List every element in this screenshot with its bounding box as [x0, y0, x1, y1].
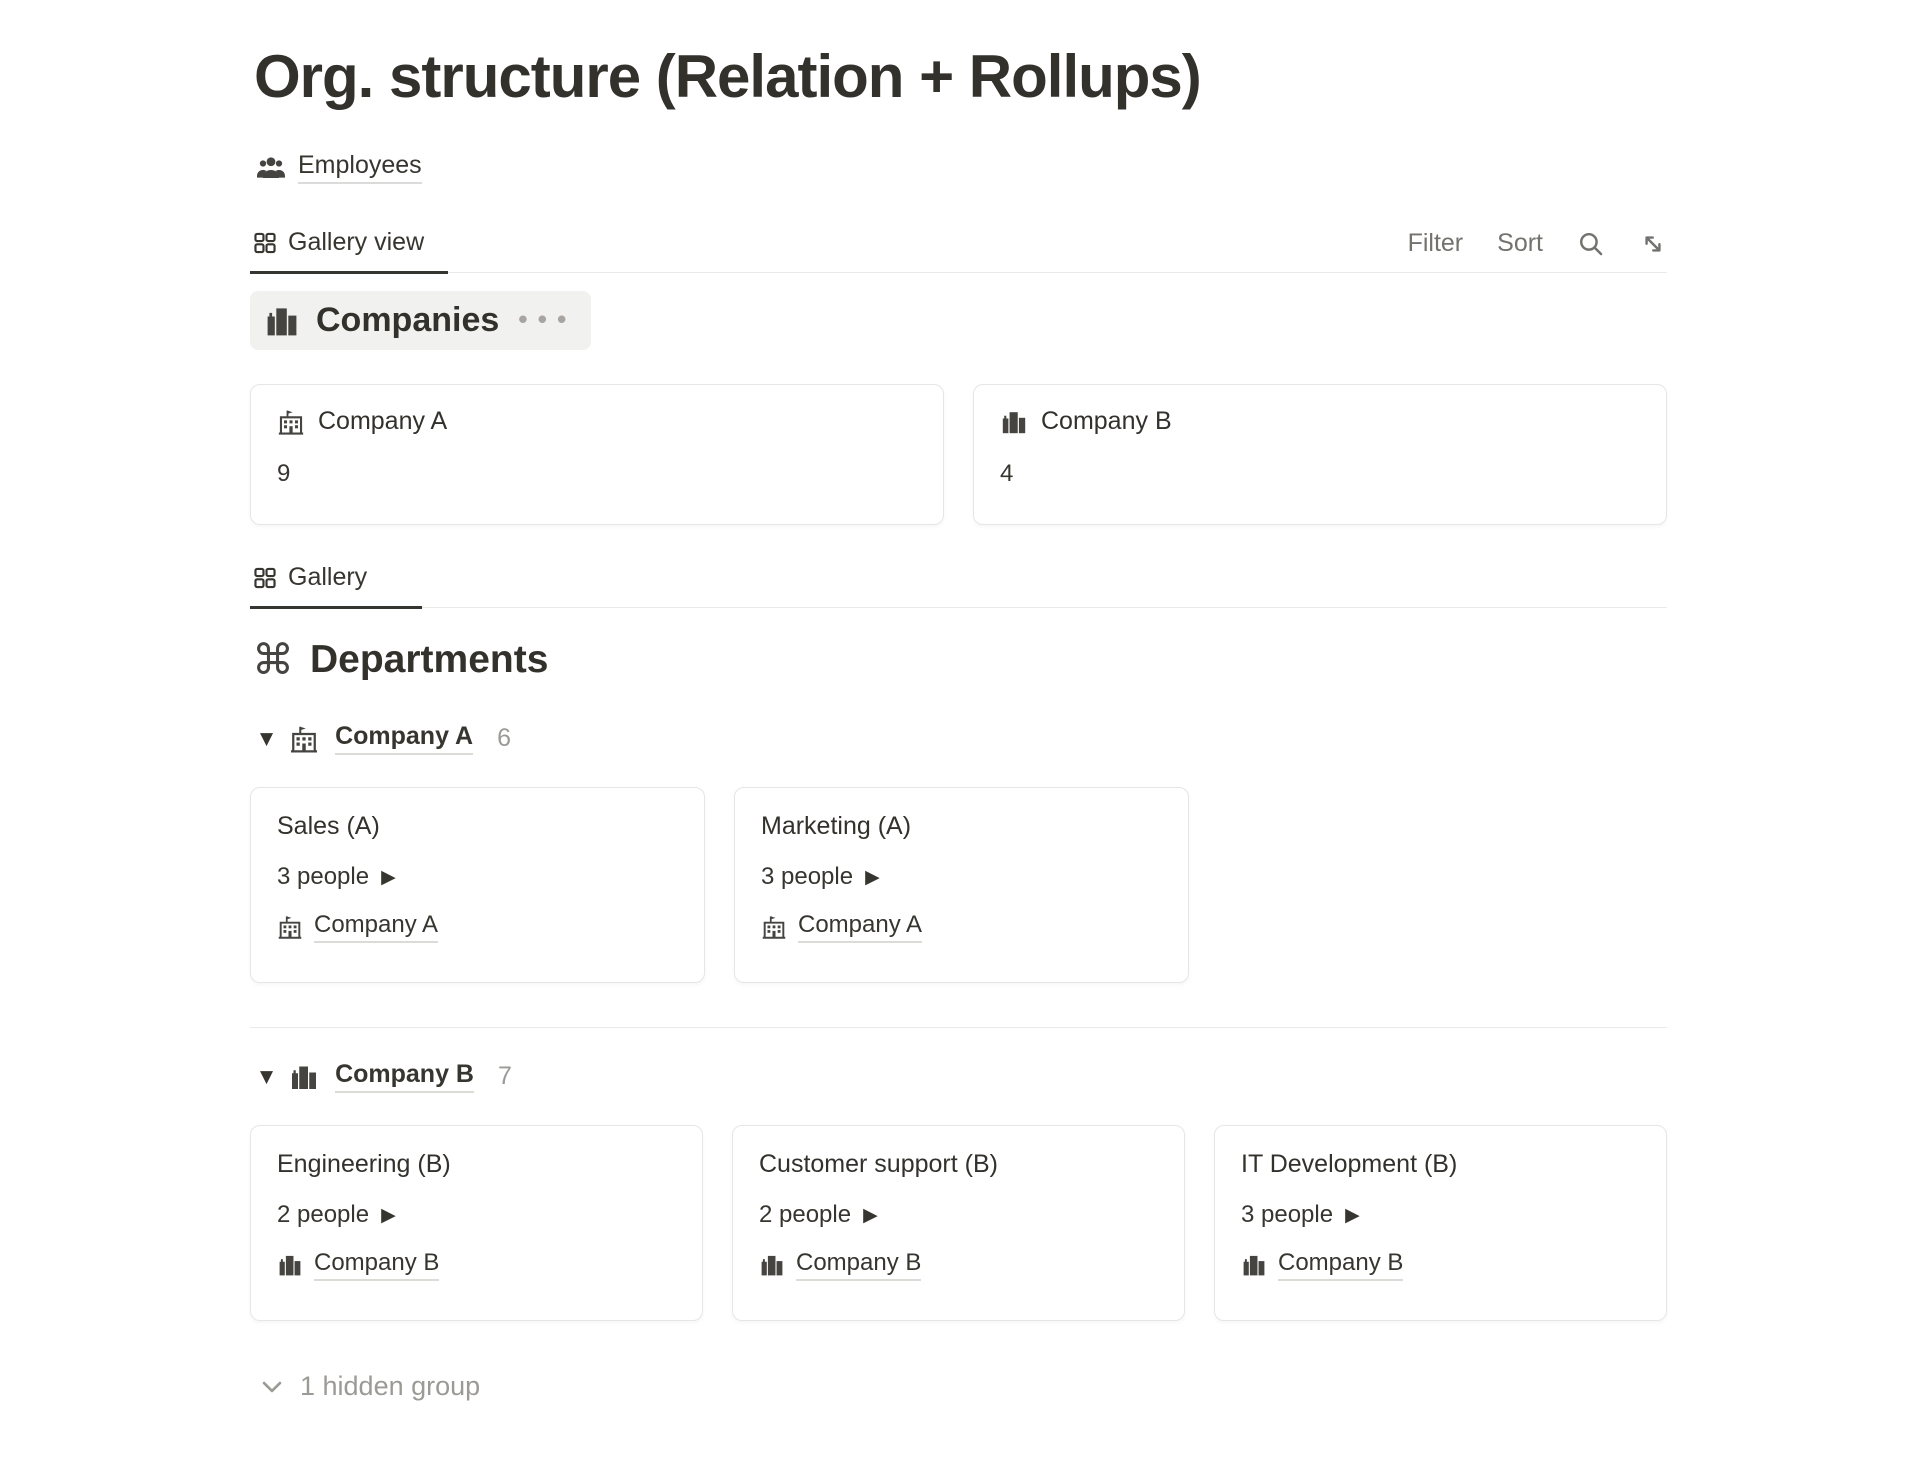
- expand-arrow-icon[interactable]: ▶: [381, 1204, 396, 1226]
- company-relation-link[interactable]: Company B: [314, 1249, 440, 1281]
- tab-gallery-view-label: Gallery view: [288, 228, 425, 256]
- chevron-down-icon: [258, 1373, 286, 1401]
- department-title: Sales (A): [277, 812, 380, 840]
- school-building-icon: [277, 408, 305, 436]
- tab-gallery-view[interactable]: Gallery view: [250, 228, 448, 274]
- tab-gallery-label: Gallery: [288, 563, 368, 591]
- page-content: Org. structure (Relation + Rollups) Empl…: [250, 43, 1667, 1402]
- city-building-icon: [759, 1252, 785, 1278]
- hidden-group-toggle[interactable]: 1 hidden group: [258, 1371, 1667, 1402]
- group-b-cards-row: Engineering (B) 2 people ▶ Company B Cus…: [250, 1125, 1667, 1321]
- city-building-icon: [1000, 408, 1028, 436]
- people-count: 3 people: [1241, 1201, 1334, 1228]
- search-icon[interactable]: [1577, 230, 1605, 258]
- city-building-icon: [289, 1062, 319, 1092]
- collapse-toggle-icon[interactable]: ▼: [260, 728, 274, 749]
- gallery-icon: [252, 565, 278, 591]
- toolbar-controls: Filter Sort: [1408, 229, 1667, 272]
- department-title: IT Development (B): [1241, 1150, 1458, 1178]
- department-card-it-development[interactable]: IT Development (B) 3 people ▶ Company B: [1214, 1125, 1667, 1321]
- departments-toolbar: Gallery: [250, 563, 1667, 609]
- expand-arrow-icon[interactable]: ▶: [1345, 1204, 1360, 1226]
- group-name-link[interactable]: Company A: [335, 722, 474, 755]
- expand-arrow-icon[interactable]: ▶: [863, 1204, 878, 1226]
- people-count: 2 people: [277, 1201, 370, 1228]
- database-link[interactable]: Employees: [256, 151, 1667, 184]
- group-header-company-b: ▼ Company B 7: [260, 1060, 1667, 1093]
- school-building-icon: [761, 914, 787, 940]
- group-divider: [250, 1027, 1667, 1028]
- people-count: 2 people: [759, 1201, 852, 1228]
- hidden-group-label: 1 hidden group: [300, 1371, 481, 1401]
- company-relation-link[interactable]: Company B: [796, 1249, 922, 1281]
- people-count: 3 people: [761, 863, 854, 890]
- people-count: 3 people: [277, 863, 370, 890]
- group-count: 7: [497, 1062, 512, 1090]
- city-building-icon: [277, 1252, 303, 1278]
- department-card-engineering[interactable]: Engineering (B) 2 people ▶ Company B: [250, 1125, 703, 1321]
- company-building-icon: [264, 303, 300, 339]
- city-building-icon: [1241, 1252, 1267, 1278]
- company-rollup-count: 4: [1000, 460, 1014, 487]
- expand-arrow-icon[interactable]: ▶: [381, 866, 396, 888]
- companies-section-title: Companies: [316, 301, 500, 339]
- department-title: Customer support (B): [759, 1150, 998, 1178]
- more-options-icon[interactable]: •••: [515, 305, 574, 336]
- department-title: Marketing (A): [761, 812, 912, 840]
- people-icon: [256, 153, 286, 183]
- company-card-title: Company B: [1041, 407, 1172, 435]
- filter-button[interactable]: Filter: [1407, 229, 1464, 257]
- company-card-b[interactable]: Company B 4: [973, 384, 1667, 525]
- school-building-icon: [289, 724, 319, 754]
- company-card-title: Company A: [318, 407, 448, 435]
- companies-cards-row: Company A 9 Company B 4: [250, 384, 1667, 525]
- tab-gallery[interactable]: Gallery: [250, 563, 422, 609]
- gallery-icon: [252, 230, 278, 256]
- departments-title: Departments: [310, 638, 549, 681]
- companies-section-header: Companies •••: [250, 291, 592, 350]
- database-link-label[interactable]: Employees: [298, 151, 422, 184]
- department-title: Engineering (B): [277, 1150, 451, 1178]
- group-count: 6: [497, 724, 511, 752]
- group-a-cards-row: Sales (A) 3 people ▶ Company A Marketing…: [250, 787, 1667, 983]
- department-card-marketing[interactable]: Marketing (A) 3 people ▶ Company A: [734, 787, 1189, 983]
- group-name-link[interactable]: Company B: [335, 1060, 474, 1093]
- company-relation-link[interactable]: Company B: [1278, 1249, 1404, 1281]
- company-card-a[interactable]: Company A 9: [250, 384, 944, 525]
- school-building-icon: [277, 914, 303, 940]
- sort-button[interactable]: Sort: [1497, 229, 1543, 257]
- expand-arrow-icon[interactable]: ▶: [865, 866, 880, 888]
- group-header-company-a: ▼ Company A 6: [260, 722, 1667, 755]
- collapse-toggle-icon[interactable]: ▼: [260, 1066, 274, 1087]
- expand-icon[interactable]: [1639, 230, 1667, 258]
- departments-heading: ⌘ Departments: [252, 638, 1667, 682]
- department-card-customer-support[interactable]: Customer support (B) 2 people ▶ Company …: [732, 1125, 1185, 1321]
- department-card-sales[interactable]: Sales (A) 3 people ▶ Company A: [250, 787, 705, 983]
- company-rollup-count: 9: [277, 460, 291, 487]
- command-icon: ⌘: [252, 635, 294, 684]
- company-relation-link[interactable]: Company A: [314, 911, 439, 943]
- company-relation-link[interactable]: Company A: [798, 911, 923, 943]
- view-toolbar: Gallery view Filter Sort: [250, 228, 1667, 274]
- page-title: Org. structure (Relation + Rollups): [254, 43, 1202, 110]
